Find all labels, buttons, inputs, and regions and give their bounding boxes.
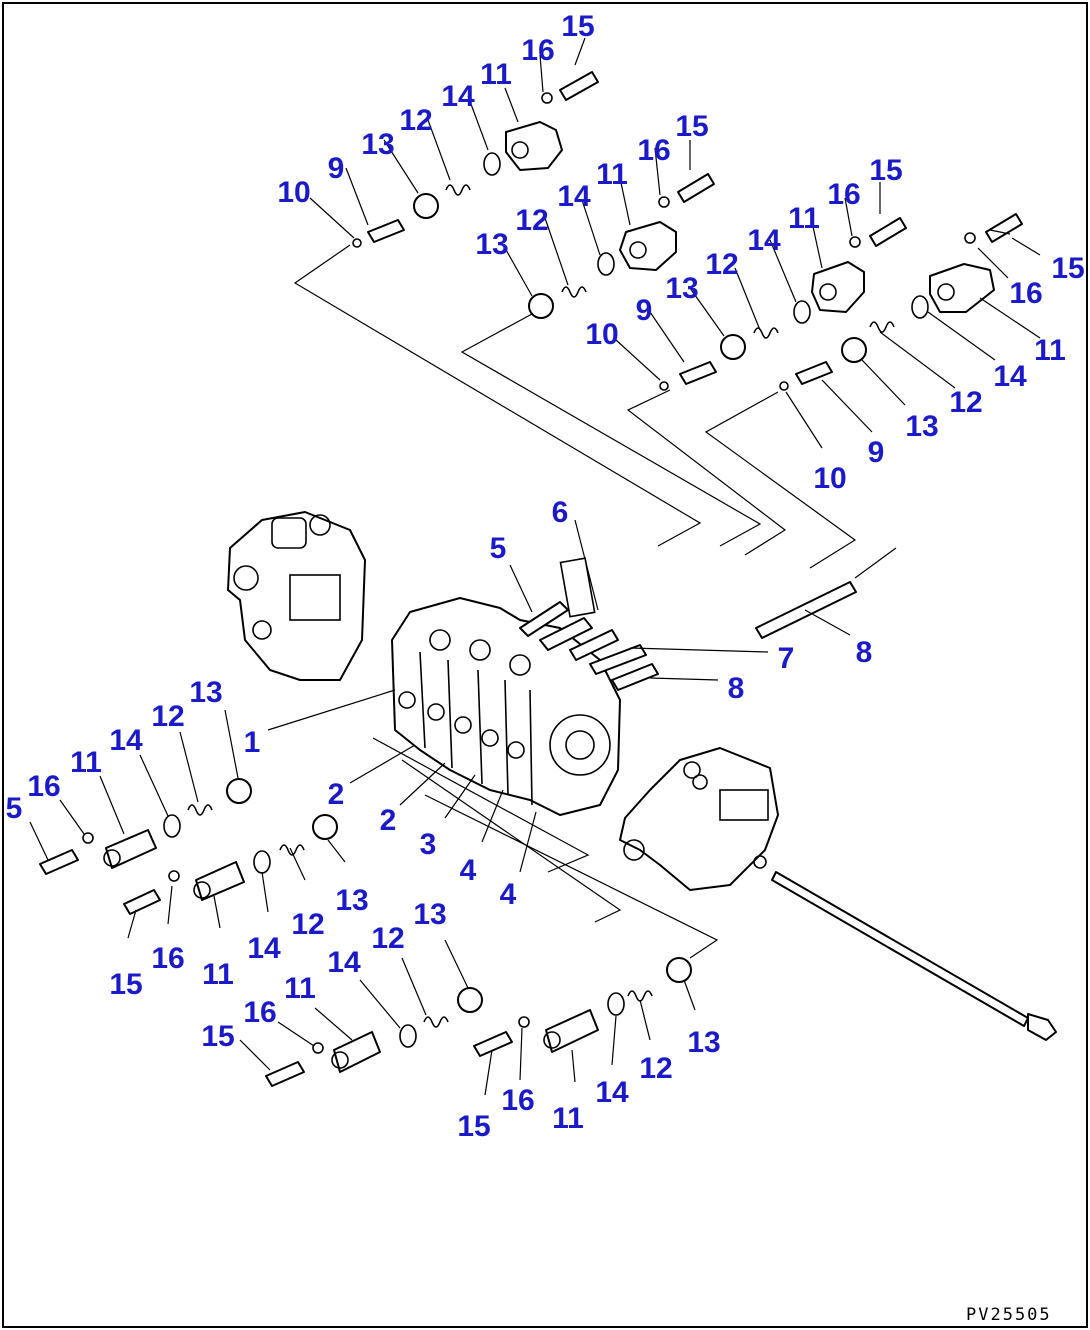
callout-label: 10 [813, 462, 846, 495]
drawing-code: PV25505 [966, 1305, 1052, 1325]
callout-label: 13 [665, 272, 698, 305]
callout-label: 12 [291, 908, 324, 941]
callout-label: 14 [993, 360, 1027, 393]
callout-label: 15 [869, 154, 902, 187]
callout-label: 11 [552, 1102, 584, 1135]
callout-label: 16 [501, 1084, 534, 1117]
callout-label: 12 [705, 248, 738, 281]
spring-seats [226, 193, 867, 1013]
callout-label: 11 [70, 746, 102, 779]
callout-label: 9 [868, 436, 885, 469]
callout-label: 14 [441, 80, 475, 113]
callout-label: 7 [778, 642, 795, 675]
cap-right-bottom [543, 1009, 599, 1053]
callout-label: 15 [561, 10, 594, 43]
callout-label: 14 [557, 180, 591, 213]
callout-label: 11 [284, 972, 316, 1005]
callout-label: 5 [490, 532, 507, 565]
callout-label: 2 [380, 804, 397, 837]
callout-label: 14 [247, 932, 281, 965]
bolts-and-washers [39, 71, 1023, 1087]
callout-label: 8 [856, 636, 873, 669]
cap-left-2 [193, 861, 245, 901]
callout-label: 15 [457, 1110, 490, 1143]
callout-label: 13 [905, 410, 938, 443]
control-valve-body [391, 597, 621, 816]
callout-label: 13 [361, 128, 394, 161]
callout-label: 10 [585, 318, 618, 351]
callout-label: 16 [827, 178, 860, 211]
callout-label: 15 [109, 968, 142, 1001]
callout-label: 8 [728, 672, 745, 705]
callout-label: 12 [399, 104, 432, 137]
callout-label: 12 [639, 1052, 672, 1085]
callout-label: 9 [328, 152, 345, 185]
callout-label: 4 [500, 878, 517, 911]
callout-label: 16 [27, 770, 60, 803]
callout-label: 13 [475, 228, 508, 261]
callout-label: 14 [327, 946, 361, 979]
callout-label: 14 [109, 724, 143, 757]
callout-label: 12 [949, 386, 982, 419]
callout-label: 12 [371, 922, 404, 955]
callout-label: 10 [277, 176, 310, 209]
callout-label: 15 [201, 1020, 234, 1053]
callout-label: 13 [687, 1026, 720, 1059]
check-valves [352, 219, 833, 391]
o-rings [163, 152, 929, 1048]
callout-label: 14 [595, 1076, 629, 1109]
callout-label: 16 [1009, 277, 1042, 310]
callout-label: 16 [637, 134, 670, 167]
callout-leaders [29, 37, 1041, 1096]
callout-label: 3 [420, 828, 437, 861]
callout-label: 11 [596, 158, 628, 191]
assembly-lines [293, 229, 1011, 959]
callout-label: 11 [202, 958, 234, 991]
callout-label: 1 [244, 726, 261, 759]
callout-layer: 1516111412139101516111412131516111412139… [6, 10, 1085, 1143]
callout-label: 5 [6, 792, 23, 825]
cap-top-2 [619, 221, 677, 271]
callout-label: 4 [460, 854, 477, 887]
callout-label: 2 [328, 778, 345, 811]
callout-label: 12 [515, 204, 548, 237]
cap-left-3 [331, 1031, 381, 1073]
outlet-housing [619, 747, 779, 891]
callout-label: 15 [1051, 252, 1084, 285]
cap-top-4 [929, 263, 995, 313]
cap-left-1 [103, 829, 157, 869]
callout-label: 12 [151, 700, 184, 733]
callout-label: 16 [151, 942, 184, 975]
callout-label: 16 [521, 34, 554, 67]
callout-label: 16 [243, 996, 276, 1029]
springs [187, 184, 895, 1028]
callout-label: 11 [1034, 334, 1066, 367]
callout-label: 6 [552, 496, 569, 529]
cap-top-3 [811, 261, 865, 313]
callout-label: 14 [747, 224, 781, 257]
callout-label: 11 [480, 58, 512, 91]
inlet-housing [227, 511, 366, 681]
tie-rod [771, 871, 1057, 1041]
callout-label: 15 [675, 110, 708, 143]
callout-label: 13 [335, 884, 368, 917]
callout-label: 13 [413, 898, 446, 931]
callout-label: 13 [189, 676, 222, 709]
callout-label: 9 [636, 294, 653, 327]
cap-top-1 [505, 121, 563, 171]
callout-label: 11 [788, 202, 820, 235]
